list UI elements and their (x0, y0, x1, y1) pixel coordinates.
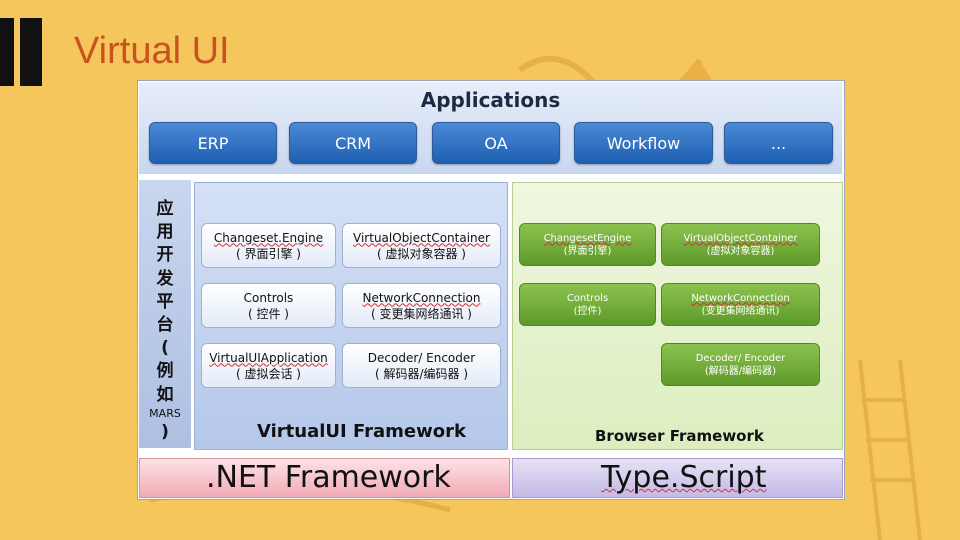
box-cn-label: ( 控件 ) (248, 306, 289, 321)
platform-char: 平 (156, 291, 174, 312)
box-cn-label: (解码器/编码器) (704, 365, 777, 377)
app-oa: OA (432, 122, 560, 164)
box-name: Controls (566, 292, 609, 304)
platform-mars: MARS (149, 406, 181, 420)
browser-framework-label: Browser Framework (595, 427, 764, 445)
box-cn-label: (变更集网络通讯) (701, 305, 780, 317)
app-crm: CRM (289, 122, 417, 164)
box-name: Decoder/ Encoder (695, 352, 786, 364)
platform-char: 例 (156, 361, 174, 382)
dotnet-framework-layer: .NET Framework (139, 458, 510, 498)
box-name: VirtualUIApplication (209, 350, 328, 365)
platform-char: 用 (156, 222, 174, 243)
br-changeset-engine-box: ChangesetEngine (界面引擎) (519, 223, 656, 266)
box-name: Decoder/ Encoder (367, 350, 476, 365)
box-cn-label: ( 虚拟会话 ) (236, 366, 301, 381)
platform-char: 如 (156, 384, 174, 405)
title-bar-decoration (20, 18, 42, 86)
box-name: ChangesetEngine (543, 232, 632, 244)
box-name: NetworkConnection (362, 290, 481, 305)
br-controls-box: Controls (控件) (519, 283, 656, 326)
architecture-diagram: Applications ERP CRM OA Workflow ... 应 用… (137, 80, 845, 500)
box-cn-label: ( 解码器/编码器 ) (374, 366, 469, 381)
title-bar-decoration (0, 18, 14, 86)
box-name: VirtualObjectContainer (353, 230, 490, 245)
app-workflow: Workflow (574, 122, 713, 164)
virtualui-framework-label: VirtualUI Framework (257, 421, 466, 442)
platform-char: 应 (156, 199, 174, 219)
platform-char: 发 (156, 268, 174, 289)
box-cn-label: (界面引擎) (563, 245, 612, 257)
platform-close-paren: ) (161, 421, 169, 442)
vui-controls-box: Controls ( 控件 ) (201, 283, 336, 328)
box-cn-label: (虚拟对象容器) (706, 245, 775, 257)
box-name: Changeset.Engine (213, 230, 324, 245)
vui-application-box: VirtualUIApplication ( 虚拟会话 ) (201, 343, 336, 388)
box-cn-label: ( 界面引擎 ) (236, 246, 301, 261)
slide-title: Virtual UI (74, 30, 230, 72)
vui-virtual-object-container-box: VirtualObjectContainer ( 虚拟对象容器 ) (342, 223, 501, 268)
platform-char: 台 (156, 315, 174, 336)
browser-framework-panel: ChangesetEngine (界面引擎) VirtualObjectCont… (512, 182, 843, 450)
box-name: VirtualObjectContainer (683, 232, 798, 244)
vui-decoder-encoder-box: Decoder/ Encoder ( 解码器/编码器 ) (342, 343, 501, 388)
typescript-label: Type.Script (601, 460, 767, 495)
applications-layer: Applications ERP CRM OA Workflow ... (139, 82, 842, 176)
app-erp: ERP (149, 122, 277, 164)
br-decoder-encoder-box: Decoder/ Encoder (解码器/编码器) (661, 343, 820, 386)
br-virtual-object-container-box: VirtualObjectContainer (虚拟对象容器) (661, 223, 820, 266)
box-name: Controls (243, 290, 294, 305)
vui-network-connection-box: NetworkConnection ( 变更集网络通讯 ) (342, 283, 501, 328)
applications-title: Applications (420, 88, 561, 112)
virtualui-framework-panel: Changeset.Engine ( 界面引擎 ) VirtualObjectC… (194, 182, 508, 450)
dotnet-framework-label: .NET Framework (206, 460, 451, 495)
platform-side-label: 应 用 开 发 平 台 ( 例 如 MARS ) (139, 180, 191, 448)
box-cn-label: (控件) (573, 305, 602, 317)
box-cn-label: ( 虚拟对象容器 ) (377, 246, 466, 261)
vui-changeset-engine-box: Changeset.Engine ( 界面引擎 ) (201, 223, 336, 268)
box-cn-label: ( 变更集网络通讯 ) (371, 306, 472, 321)
br-network-connection-box: NetworkConnection (变更集网络通讯) (661, 283, 820, 326)
box-name: NetworkConnection (691, 292, 790, 304)
typescript-layer: Type.Script (512, 458, 843, 498)
platform-char: 开 (156, 245, 174, 266)
platform-char: ( (161, 338, 169, 359)
app-more: ... (724, 122, 833, 164)
